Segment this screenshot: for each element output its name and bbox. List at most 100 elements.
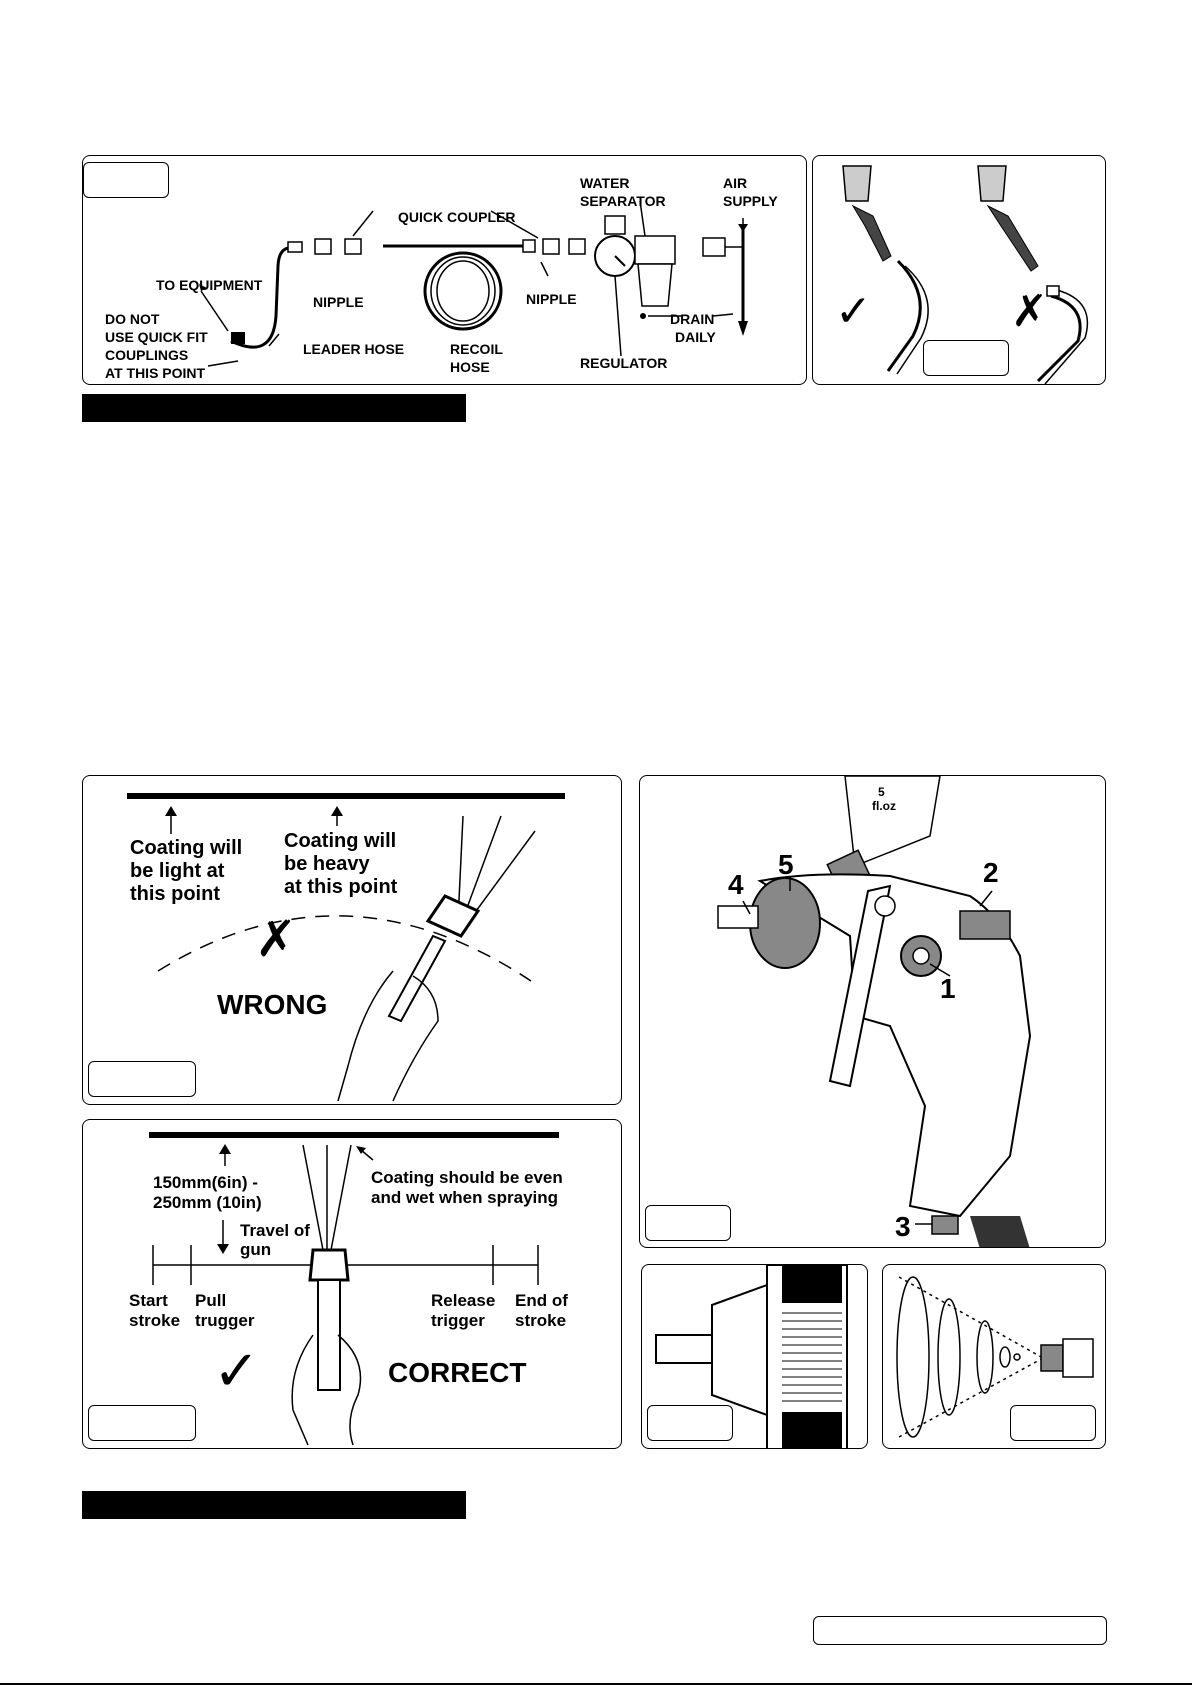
- gun-head: [425, 894, 481, 938]
- figure-number-tag: [1010, 1405, 1096, 1441]
- cross-mark: ✗: [1011, 287, 1048, 336]
- label-supply: SUPPLY: [723, 193, 778, 209]
- gun-body: [757, 873, 1032, 1218]
- connection-diagram: ✓ ✗: [835, 165, 1089, 384]
- air-cap-diagram: [655, 1265, 848, 1448]
- air-hose: [970, 1216, 1030, 1247]
- label-distance-2: 250mm (10in): [153, 1193, 262, 1212]
- check-mark: ✓: [213, 1339, 260, 1402]
- fitting-2: [522, 239, 536, 253]
- label-nipple-right: NIPPLE: [526, 291, 577, 307]
- label-light-2: be light at: [130, 860, 225, 882]
- wrong-technique-diagram: Coating will be light at this point Coat…: [127, 793, 565, 1102]
- check-mark: ✓: [835, 287, 872, 336]
- figure-number-tag: [88, 1405, 196, 1441]
- part-number-5: 5: [778, 849, 794, 880]
- label-light-1: Coating will: [130, 837, 242, 859]
- label-release-1: Release: [431, 1291, 495, 1310]
- label-even-1: Coating should be even: [371, 1168, 563, 1187]
- nipple-fitting-right: [542, 238, 560, 255]
- part-number-1: 1: [940, 973, 956, 1004]
- label-release-2: trigger: [431, 1311, 485, 1330]
- air-inlet: [931, 1215, 959, 1235]
- label-recoil: RECOIL: [450, 341, 503, 357]
- air-supply-diagram: WATER SEPARATOR AIR SUPPLY QUICK COUPLER…: [105, 175, 778, 381]
- figure-number-tag: [83, 162, 169, 198]
- gun-front: [1062, 1338, 1094, 1378]
- air-cap-body: [711, 1283, 768, 1417]
- label-water: WATER: [580, 175, 630, 191]
- spray-pattern-diagram: [896, 1276, 1094, 1438]
- label-end-2: stroke: [515, 1311, 566, 1330]
- gun-body-left: [851, 204, 892, 262]
- gun-barrel: [317, 1279, 341, 1391]
- surface-line: [149, 1132, 559, 1138]
- label-wrong: WRONG: [217, 989, 327, 1020]
- spray-gun-diagram: 5 fl.oz 1 2 3 4 5: [717, 776, 1032, 1247]
- connection-diagram-panel: ✓ ✗: [812, 155, 1106, 385]
- figure-number-tag: [647, 1405, 733, 1441]
- label-to-equipment: TO EQUIPMENT: [156, 277, 263, 293]
- gun-nozzle: [1040, 1344, 1064, 1372]
- hand-outline: [337, 970, 439, 1102]
- nipple-fitting-left: [314, 238, 332, 255]
- cup-scale-unit: fl.oz: [872, 799, 896, 813]
- label-use-quick-fit: USE QUICK FIT: [105, 329, 208, 345]
- pattern-adjust-knob: [959, 910, 1011, 940]
- label-start-1: Start: [129, 1291, 168, 1310]
- label-quick-coupler: QUICK COUPLER: [398, 209, 515, 225]
- air-cap-ring: [749, 877, 821, 969]
- air-cap-horn: [655, 1334, 717, 1364]
- recoil-hose-coil-1: [423, 251, 503, 331]
- coupler-fitting-right: [568, 238, 586, 255]
- recoil-hose-coil-3: [436, 260, 490, 322]
- water-separator-bowl: [637, 263, 673, 307]
- hand-outline: [291, 1334, 362, 1446]
- spray-gun-panel: 5 fl.oz 1 2 3 4 5: [639, 775, 1106, 1248]
- label-daily: DAILY: [675, 329, 716, 345]
- air-cap-horns: [717, 905, 759, 929]
- label-separator: SEPARATOR: [580, 193, 666, 209]
- recoil-hose-coil-2: [430, 256, 496, 326]
- water-separator-body: [634, 235, 676, 265]
- bottom-rule: [0, 1683, 1192, 1685]
- hose-right: [1036, 294, 1082, 383]
- figure-number-tag: [645, 1205, 731, 1241]
- label-distance-1: 150mm(6in) -: [153, 1173, 258, 1192]
- hose-left: [886, 259, 922, 372]
- label-correct: CORRECT: [388, 1357, 526, 1388]
- section-heading-bar: [82, 1491, 466, 1519]
- spray-pattern-large: [896, 1276, 930, 1438]
- correct-technique-diagram: 150mm(6in) - 250mm (10in) Travel of gun …: [129, 1132, 568, 1446]
- label-at-this-point: AT THIS POINT: [105, 365, 206, 381]
- label-pull-2: trugger: [195, 1311, 255, 1330]
- label-even-2: and wet when spraying: [371, 1188, 558, 1207]
- wrong-technique-panel: Coating will be light at this point Coat…: [82, 775, 622, 1105]
- label-nipple-left: NIPPLE: [313, 294, 364, 310]
- label-drain: DRAIN: [670, 311, 714, 327]
- part-number-2: 2: [983, 857, 999, 888]
- cup-scale-value: 5: [878, 785, 885, 799]
- label-couplings: COUPLINGS: [105, 347, 188, 363]
- label-heavy-2: be heavy: [284, 853, 370, 875]
- gun-path-arc: [157, 915, 532, 982]
- cross-mark: ✗: [255, 911, 297, 967]
- drain-tap: [738, 321, 748, 336]
- label-travel-2: gun: [240, 1240, 271, 1259]
- regulator-knob: [604, 215, 626, 235]
- gun-cup-right: [977, 165, 1007, 202]
- leader-hose-line: [230, 246, 294, 349]
- label-regulator: REGULATOR: [580, 355, 667, 371]
- label-heavy-3: at this point: [284, 876, 398, 898]
- section-heading-bar: [82, 394, 466, 422]
- paint-cup: [844, 776, 941, 868]
- gun-body-right: [986, 204, 1039, 272]
- fitting-1: [287, 241, 303, 253]
- correct-technique-panel: 150mm(6in) - 250mm (10in) Travel of gun …: [82, 1119, 622, 1449]
- air-cap-panel: [641, 1264, 868, 1449]
- label-light-3: this point: [130, 883, 220, 905]
- label-pull-1: Pull: [195, 1291, 226, 1310]
- gun-cup-left: [842, 165, 872, 202]
- label-leader-hose: LEADER HOSE: [303, 341, 404, 357]
- label-heavy-1: Coating will: [284, 830, 396, 852]
